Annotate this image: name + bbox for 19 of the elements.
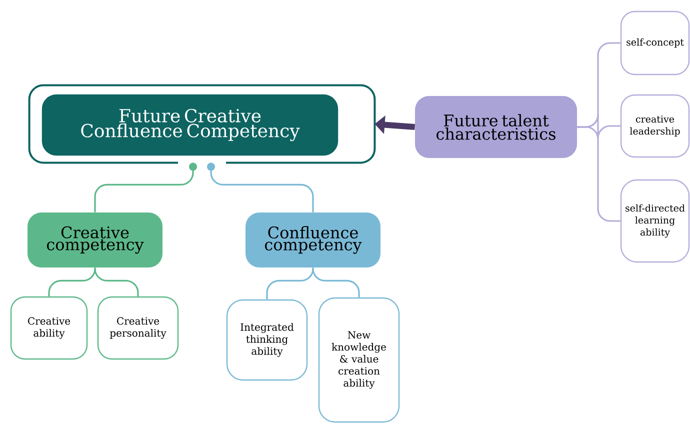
frame bbox=[28, 84, 376, 164]
topic-box: Confluence competency bbox=[246, 212, 380, 268]
connector bbox=[94, 268, 139, 296]
connector bbox=[266, 268, 314, 300]
connector bbox=[312, 268, 360, 298]
connector bbox=[94, 162, 197, 212]
item-box: creative leadership bbox=[620, 94, 690, 158]
connector bbox=[207, 162, 314, 212]
item-box: self-directed learning ability bbox=[620, 179, 690, 263]
connector bbox=[48, 268, 96, 296]
item-box: Integrated thinking ability bbox=[226, 299, 308, 381]
topic-box: Creative competency bbox=[28, 212, 162, 268]
item-box: Creative personality bbox=[97, 296, 179, 360]
item-box: Creative ability bbox=[10, 296, 88, 360]
topic-box: Future talent characteristics bbox=[415, 96, 577, 158]
item-box: self-concept bbox=[620, 10, 690, 76]
item-box: New knowledge & value creation ability bbox=[318, 297, 400, 423]
title-box: Future Creative Confluence Competency bbox=[42, 94, 338, 156]
connector bbox=[577, 126, 620, 222]
